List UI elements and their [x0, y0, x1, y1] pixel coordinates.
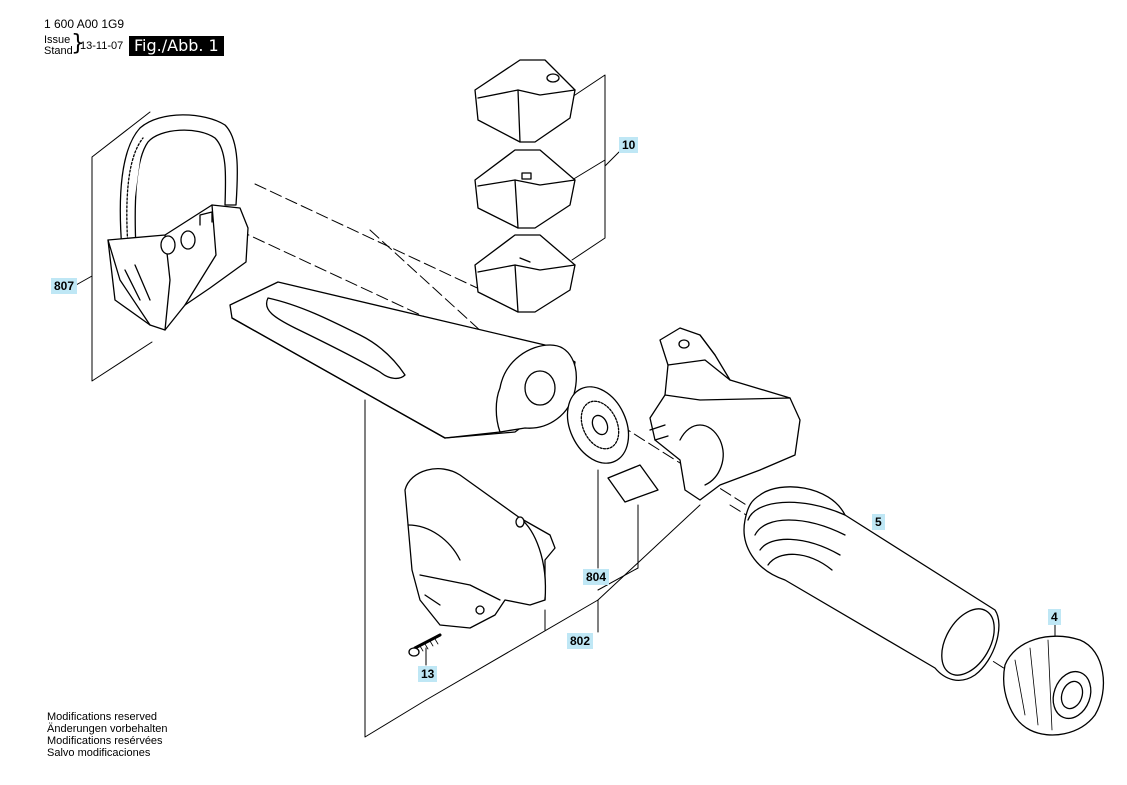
document-number: 1 600 A00 1G9: [44, 17, 125, 31]
callout-804: 804: [583, 569, 610, 585]
callout-802: 802: [567, 633, 594, 649]
strap-holder-part: [107, 114, 249, 331]
screw-part: [408, 633, 442, 657]
figure-label: Fig./Abb. 1: [129, 36, 224, 56]
callout-13: 13: [418, 666, 438, 682]
callout-807: 807: [51, 278, 78, 294]
housing-upper-part: [649, 327, 801, 501]
grip-sleeve-part: [743, 486, 1000, 681]
issue-date: 13-11-07: [80, 40, 124, 52]
leader-807: [91, 111, 153, 382]
slide-block-2: [474, 149, 576, 229]
notice-line-es: Salvo modificaciones: [47, 747, 151, 759]
notice-line-en: Modifications reserved: [47, 711, 158, 723]
serrated-washer-part: [566, 386, 630, 464]
callout-10: 10: [619, 137, 639, 153]
support-plate-part: [229, 281, 576, 439]
slide-block-1: [474, 59, 576, 143]
notice-line-fr: Modifications resérvées: [47, 735, 163, 747]
modifications-notice: Modifications reserved Änderungen vorbeh…: [47, 711, 167, 759]
knurled-nut-part: [1003, 635, 1105, 736]
stand-label: Stand: [44, 45, 73, 57]
slide-block-3: [474, 234, 576, 313]
issue-label: Issue: [44, 34, 71, 46]
callout-4: 4: [1048, 609, 1061, 625]
issue-brace: }: [71, 31, 85, 56]
housing-lower-part: [404, 468, 556, 629]
label-plate-part: [607, 464, 659, 503]
leader-802: [364, 399, 427, 738]
notice-line-de: Änderungen vorbehalten: [47, 723, 168, 735]
leader-10: [571, 74, 606, 261]
deflector-disc-part: [444, 344, 577, 439]
callout-5: 5: [872, 514, 885, 530]
